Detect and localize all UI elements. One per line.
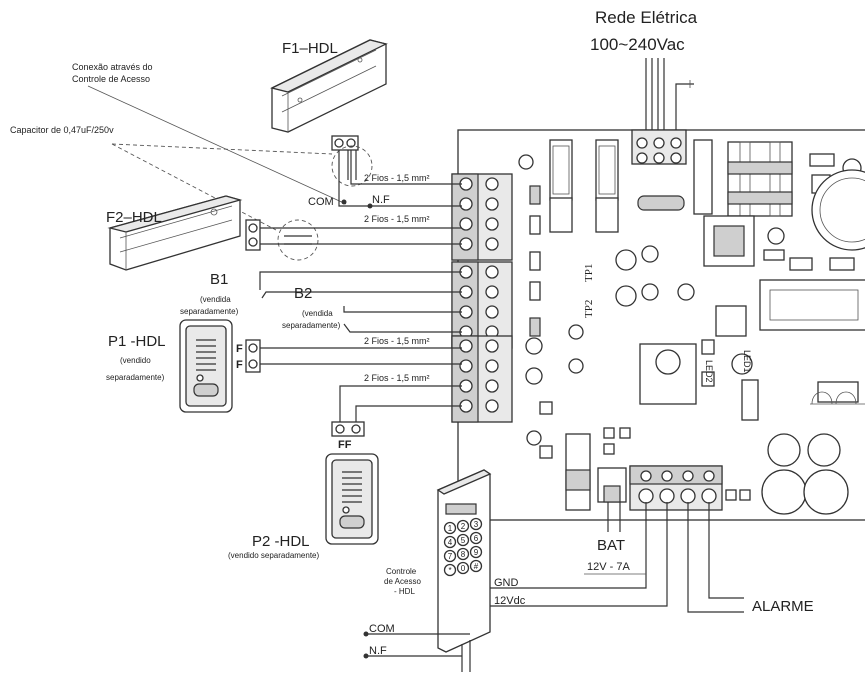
wires-f2 — [260, 227, 462, 245]
battery-wires — [607, 502, 621, 532]
keypad-key-circle — [443, 521, 457, 535]
terminal-block-3 — [451, 335, 513, 423]
bat-label: BAT — [597, 537, 625, 554]
keypad-key-label: 3 — [474, 520, 479, 529]
keypad-key-circle — [456, 533, 470, 547]
capacitor-top — [331, 145, 373, 187]
terminal-block-1 — [451, 173, 513, 261]
nf-bottom-label: N.F — [369, 645, 387, 657]
mains-cable — [645, 58, 694, 130]
keypad-key-label: 2 — [461, 522, 466, 531]
nf-bottom-node — [363, 653, 369, 659]
p1-label: P1 -HDL — [108, 333, 166, 350]
wires-label-4: 2 Fios - 1,5 mm² — [364, 373, 430, 383]
bottom-terminal-block — [629, 465, 723, 511]
wires-label-1: 2 Fios - 1,5 mm² — [364, 173, 430, 183]
b1-note: (vendida — [200, 295, 231, 304]
keypad-key-label: 6 — [474, 534, 479, 543]
access-note-line2: Controle de Acesso — [72, 74, 150, 84]
ff-label: FF — [338, 439, 352, 451]
ctrl-label-2: de Acesso — [384, 577, 421, 586]
tp1-label: TP1 — [583, 264, 595, 282]
access-note-line1: Conexão através do — [72, 62, 153, 72]
keypad-key-circle — [469, 531, 483, 545]
b2-wires — [343, 306, 462, 333]
f2-label: F2–HDL — [106, 209, 162, 226]
board-components — [518, 139, 865, 515]
keypad-key-circle — [469, 545, 483, 559]
b2-note: (vendida — [302, 309, 333, 318]
wires-label-3: 2 Fios - 1,5 mm² — [364, 336, 430, 346]
p1-note2: separadamente) — [106, 373, 165, 382]
mains-terminal-block — [631, 129, 687, 165]
p1-intercom — [179, 319, 233, 413]
nf-top-label: N.F — [372, 194, 390, 206]
f2-connector — [245, 219, 261, 251]
p2-intercom — [325, 453, 379, 545]
ctrl-label-1: Controle — [386, 567, 417, 576]
f-label-1: F — [236, 343, 243, 355]
p1-wires — [260, 347, 462, 365]
keypad-key-circle — [456, 561, 470, 575]
alarm-label: ALARME — [752, 598, 814, 615]
keypad-key-circle — [456, 547, 470, 561]
capacitor-middle — [277, 219, 319, 261]
keypad-wires — [366, 502, 668, 672]
bat-spec-label: 12V - 7A — [587, 561, 630, 573]
p1-connector — [245, 339, 261, 373]
keypad-key-circle — [469, 517, 483, 531]
p1-note: (vendido — [120, 356, 151, 365]
b2-note2: separadamente) — [282, 321, 341, 330]
keypad-key-label: 7 — [448, 552, 453, 561]
keypad-key-label: # — [474, 562, 479, 571]
p2-note: (vendido separadamente) — [228, 551, 320, 560]
p2-label: P2 -HDL — [252, 533, 310, 550]
p2-connector — [331, 421, 365, 437]
led2-label: LED2 — [704, 360, 714, 383]
f1-lock-device — [270, 39, 388, 133]
p2-wires — [339, 385, 462, 424]
gnd-label: GND — [494, 577, 519, 589]
b1-wires — [259, 271, 462, 299]
b1-label: B1 — [210, 271, 228, 288]
keypad-key-label: 4 — [448, 538, 453, 547]
keypad-key-circle — [443, 549, 457, 563]
wires-label-2: 2 Fios - 1,5 mm² — [364, 214, 430, 224]
f1-label: F1–HDL — [282, 40, 338, 57]
access-control-keypad — [436, 469, 492, 653]
capacitor-label: Capacitor de 0,47uF/250v — [10, 125, 114, 135]
com-top-label: COM — [308, 196, 334, 208]
keypad-key-circle — [469, 559, 483, 573]
keypad-key-circle — [443, 535, 457, 549]
com-top-node — [341, 199, 347, 205]
f2-lock-device — [107, 195, 243, 271]
keypad-key-label: 5 — [461, 536, 466, 545]
mains-title: Rede Elétrica — [595, 8, 698, 27]
wires-f1 — [338, 150, 462, 207]
keypad-key-label: 8 — [461, 550, 466, 559]
mains-voltage: 100~240Vac — [590, 35, 685, 54]
b1-note2: separadamente) — [180, 307, 239, 316]
led1-label: LED1 — [742, 350, 752, 373]
terminal-block-2 — [451, 261, 513, 349]
keypad-key-label: 0 — [461, 564, 466, 573]
battery-connector — [597, 467, 627, 503]
b2-label: B2 — [294, 285, 312, 302]
com-bottom-label: COM — [369, 623, 395, 635]
tp2-label: TP2 — [583, 300, 595, 318]
f1-connector — [331, 135, 359, 151]
keypad-key-label: * — [448, 566, 451, 575]
keypad-key-label: 1 — [448, 524, 453, 533]
f-label-2: F — [236, 359, 243, 371]
keypad-key-circle — [443, 563, 457, 577]
keypad-key-circle — [456, 519, 470, 533]
v12-label: 12Vdc — [494, 595, 526, 607]
com-bottom-node — [363, 631, 369, 637]
ctrl-label-3: - HDL — [394, 587, 415, 596]
keypad-key-label: 9 — [474, 548, 479, 557]
alarm-wires — [687, 502, 744, 613]
